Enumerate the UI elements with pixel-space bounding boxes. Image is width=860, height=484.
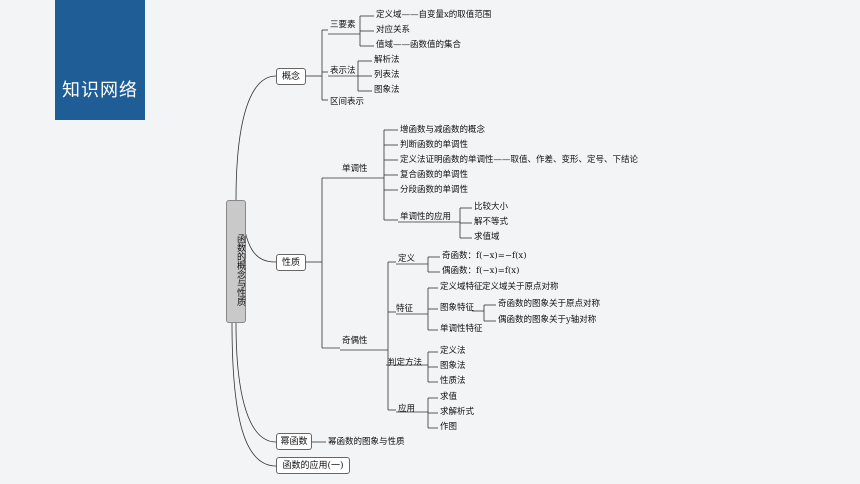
mono-feature-label: 单调性特征 (440, 324, 483, 334)
domain-feature-label: 定义域特征 (440, 282, 483, 292)
node-power-function: 幂函数 (276, 433, 312, 450)
representation-label: 表示法 (330, 66, 356, 76)
leaf: 偶函数的图象关于y轴对称 (498, 315, 597, 325)
leaf: 解不等式 (474, 217, 509, 227)
leaf: 偶函数：f(−x)=f(x) (442, 266, 520, 276)
root-node: 函数的概念与性质 (226, 200, 246, 323)
leaf: 奇函数：f(−x)=−f(x) (442, 251, 527, 261)
leaf: 分段函数的单调性 (400, 185, 469, 195)
leaf: 比较大小 (474, 202, 509, 212)
node-function-application: 函数的应用(一) (276, 457, 350, 474)
node-property: 性质 (276, 254, 306, 271)
three-elements-label: 三要素 (330, 20, 356, 30)
leaf: 定义法 (440, 346, 466, 356)
leaf: 定义域——自变量x的取值范围 (376, 10, 492, 20)
leaf: 值域——函数值的集合 (376, 40, 462, 50)
interval-label: 区间表示 (330, 97, 365, 107)
leaf: 定义域关于原点对称 (482, 282, 559, 292)
graph-feature-label: 图象特征 (440, 303, 475, 313)
node-concept: 概念 (276, 68, 306, 85)
page-title: 知识网络 (62, 80, 138, 101)
leaf: 求值 (440, 392, 458, 402)
power-detail: 幂函数的图象与性质 (328, 437, 405, 447)
leaf: 增函数与减函数的概念 (400, 125, 486, 135)
leaf: 复合函数的单调性 (400, 170, 469, 180)
title-banner: 知识网络 (55, 0, 145, 120)
monotonicity-label: 单调性 (342, 164, 368, 174)
leaf: 奇函数的图象关于原点对称 (498, 299, 601, 309)
leaf: 解析法 (374, 55, 400, 65)
parity-label: 奇偶性 (342, 336, 368, 346)
judge-label: 判定方法 (388, 358, 423, 368)
leaf: 对应关系 (376, 25, 411, 35)
feature-label: 特征 (396, 304, 414, 314)
leaf: 列表法 (374, 70, 400, 80)
definition-label: 定义 (398, 254, 416, 264)
leaf: 作图 (440, 422, 458, 432)
apply-label: 应用 (398, 404, 416, 414)
leaf: 定义法证明函数的单调性——取值、作差、变形、定号、下结论 (400, 155, 639, 165)
mono-application-label: 单调性的应用 (400, 212, 452, 222)
leaf: 图象法 (374, 85, 400, 95)
leaf: 判断函数的单调性 (400, 140, 469, 150)
leaf: 求值域 (474, 232, 500, 242)
leaf: 性质法 (440, 376, 466, 386)
leaf: 图象法 (440, 361, 466, 371)
leaf: 求解析式 (440, 407, 475, 417)
